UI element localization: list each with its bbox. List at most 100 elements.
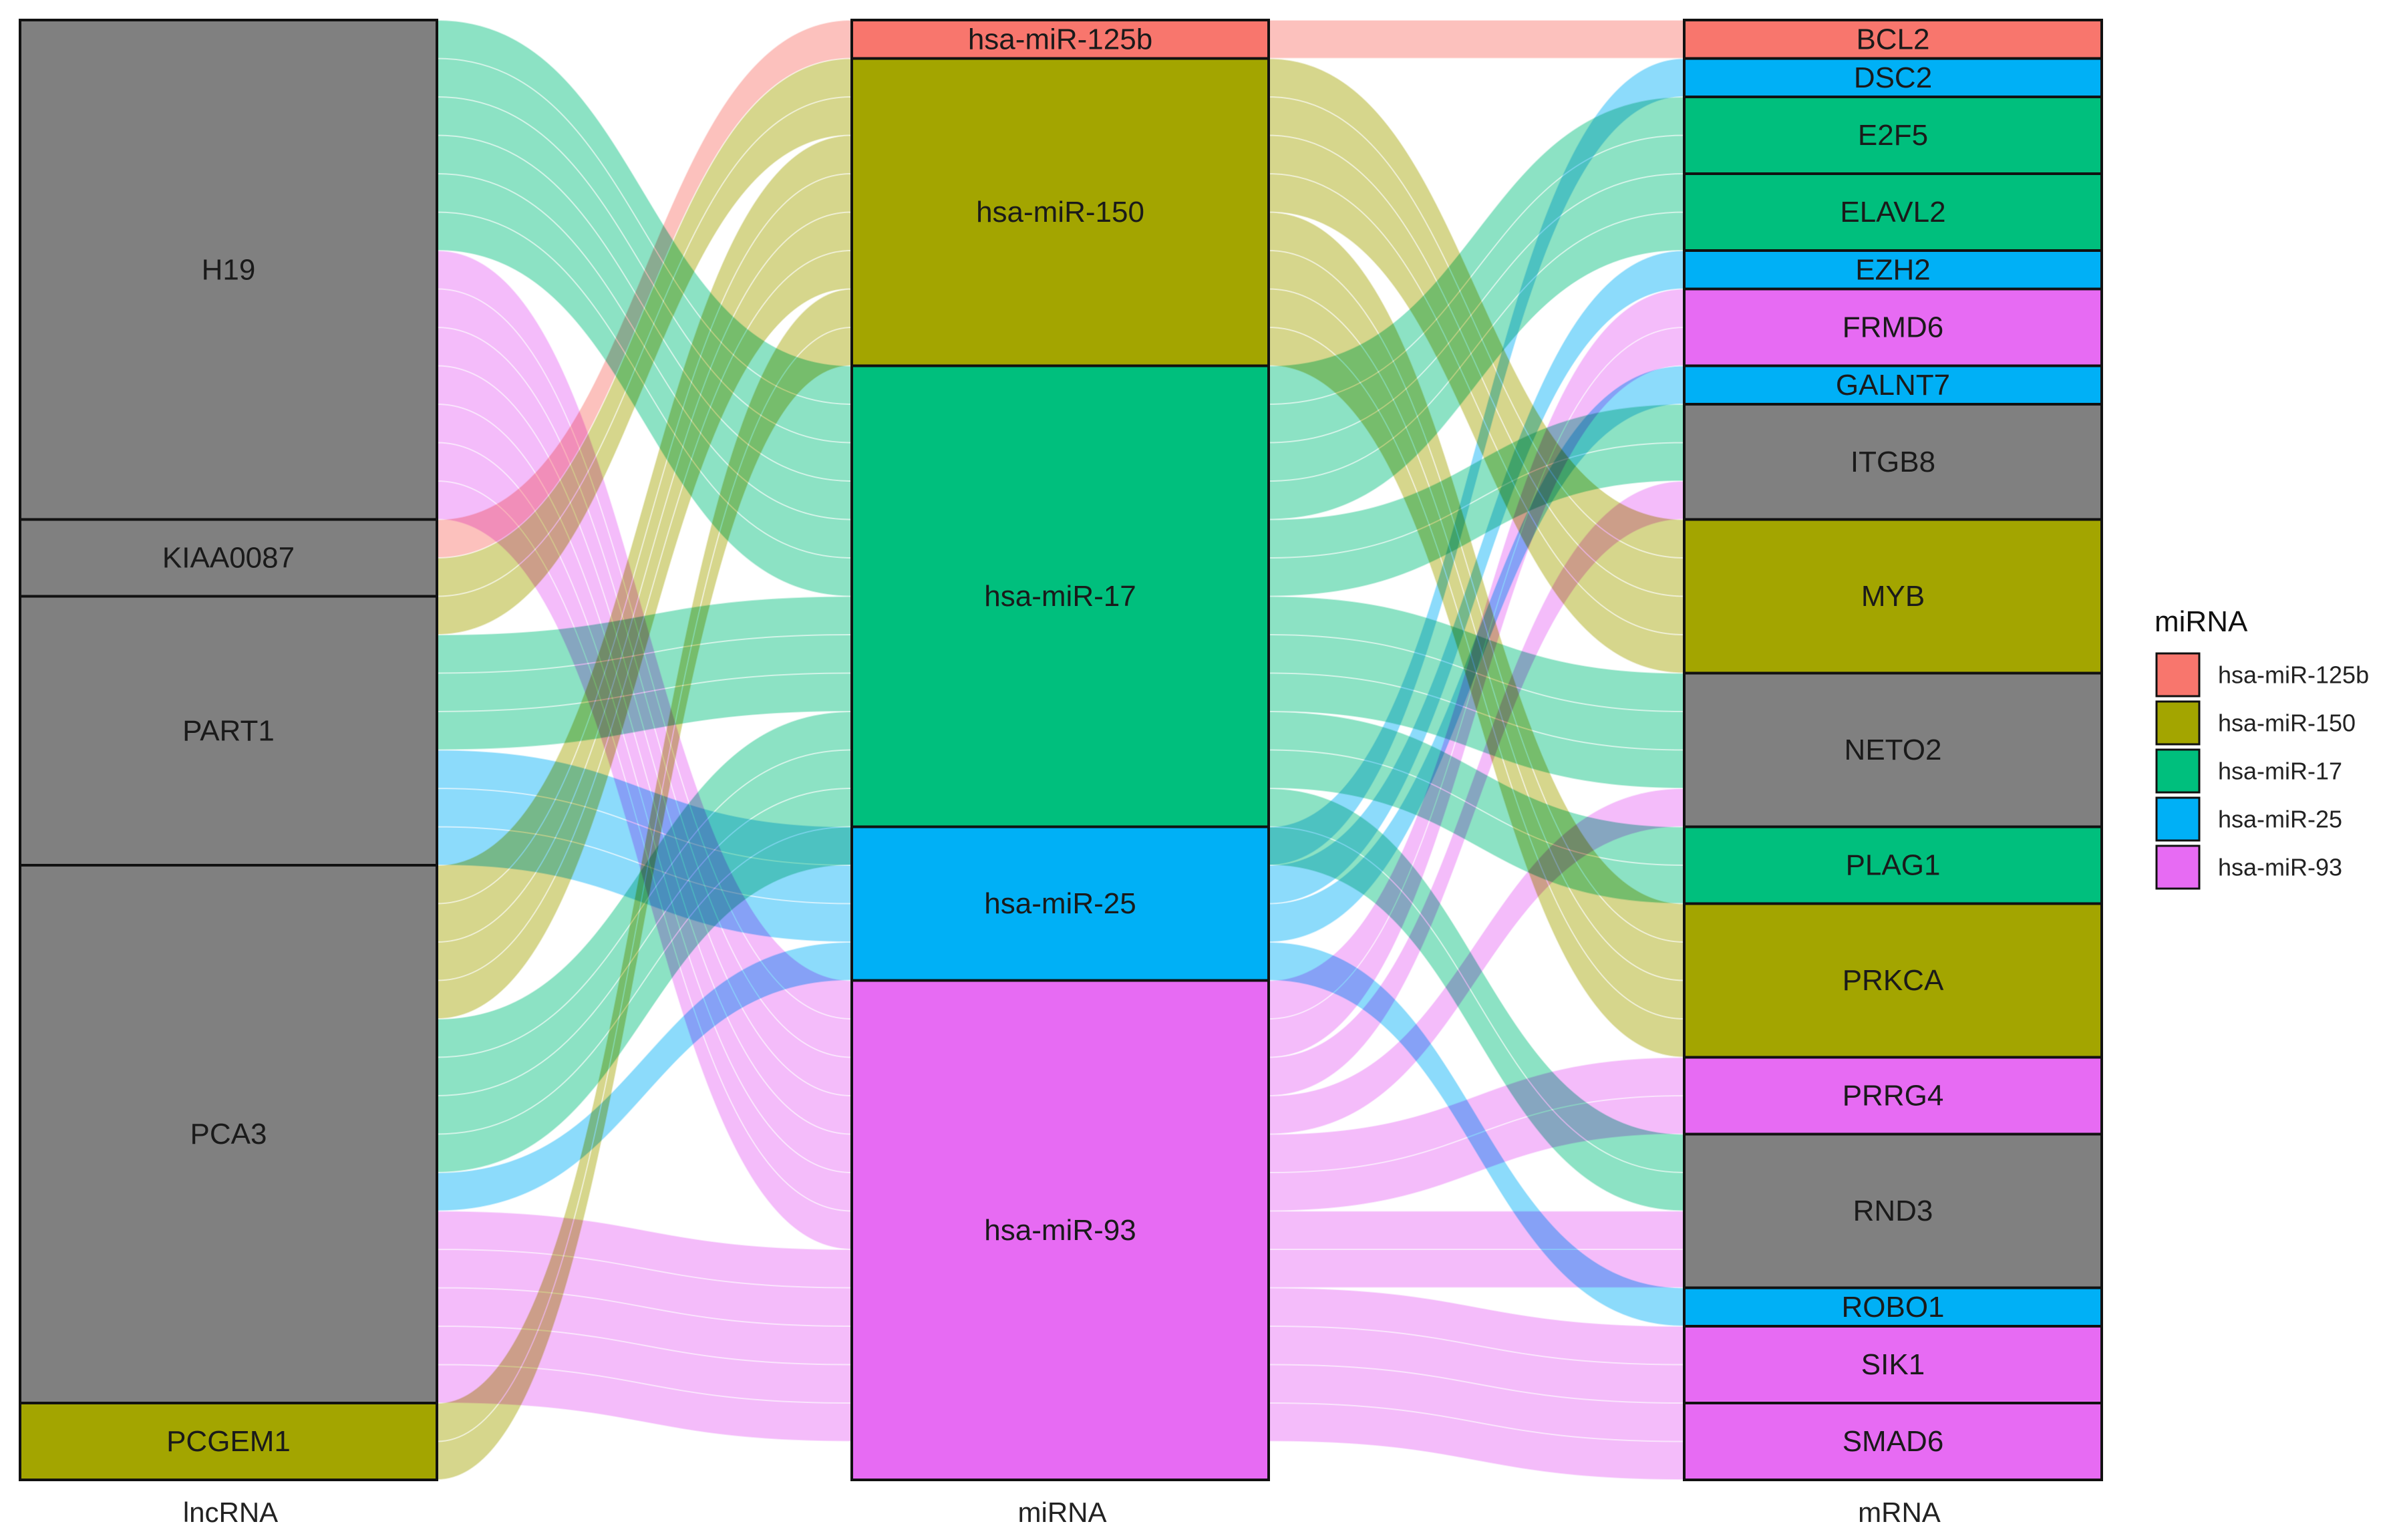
legend-item-hsa-mir-150: hsa-miR-150: [2155, 700, 2356, 746]
node-pca3: PCA3: [19, 864, 438, 1404]
node-prrg4: PRRG4: [1683, 1056, 2103, 1136]
node-label: PCGEM1: [166, 1425, 291, 1458]
legend-swatch: [2155, 700, 2201, 746]
node-label: ITGB8: [1851, 446, 1935, 478]
legend-label: hsa-miR-150: [2218, 710, 2356, 737]
legend-items: hsa-miR-125b hsa-miR-150 hsa-miR-17 hsa-miR…: [2155, 652, 2369, 890]
node-hsa-mir-25: hsa-miR-25: [850, 825, 1270, 982]
node-label: PCA3: [190, 1118, 267, 1150]
legend-item-hsa-mir-93: hsa-miR-93: [2155, 844, 2342, 890]
node-ezh2: EZH2: [1683, 249, 2103, 291]
node-h19: H19: [19, 19, 438, 521]
legend-swatch: [2155, 844, 2201, 890]
node-kiaa0087: KIAA0087: [19, 518, 438, 598]
node-label: PRKCA: [1843, 964, 1944, 997]
legend-label: hsa-miR-25: [2218, 806, 2342, 833]
flows-layer: [436, 19, 1685, 1481]
node-box: [1683, 1286, 2103, 1328]
node-label: ROBO1: [1841, 1291, 1944, 1324]
node-label: E2F5: [1858, 119, 1928, 152]
node-box: [1683, 403, 2103, 521]
node-hsa-mir-125b: hsa-miR-125b: [850, 19, 1270, 60]
node-e2f5: E2F5: [1683, 96, 2103, 175]
legend-item-hsa-mir-125b: hsa-miR-125b: [2155, 652, 2369, 698]
flow-ribbon-2-10: [1268, 1210, 1685, 1251]
node-box: [1683, 518, 2103, 675]
node-label: hsa-miR-17: [984, 580, 1136, 613]
node-label: PLAG1: [1846, 849, 1941, 882]
node-box: [1683, 1402, 2103, 1481]
node-box: [19, 19, 438, 521]
legend-swatch: [2155, 796, 2201, 842]
node-box: [850, 979, 1270, 1481]
node-prkca: PRKCA: [1683, 902, 2103, 1059]
legend-label: hsa-miR-125b: [2218, 661, 2369, 689]
node-label: MYB: [1861, 580, 1925, 613]
node-label: hsa-miR-150: [976, 196, 1144, 228]
node-box: [1683, 287, 2103, 367]
node-box: [1683, 249, 2103, 291]
node-label: hsa-miR-125b: [968, 23, 1152, 55]
node-label: EZH2: [1855, 253, 1930, 286]
legend-item-hsa-mir-25: hsa-miR-25: [2155, 796, 2342, 842]
node-itgb8: ITGB8: [1683, 403, 2103, 521]
legend-label: hsa-miR-93: [2218, 854, 2342, 881]
flow-ribbon-2-13: [1268, 19, 1685, 59]
node-box: [850, 825, 1270, 982]
node-hsa-mir-93: hsa-miR-93: [850, 979, 1270, 1481]
node-label: PART1: [182, 714, 275, 747]
node-hsa-mir-150: hsa-miR-150: [850, 57, 1270, 367]
node-box: [1683, 1325, 2103, 1404]
node-box: [19, 1402, 438, 1481]
node-box: [1683, 364, 2103, 406]
legend-swatch: [2155, 652, 2201, 698]
node-bcl2: BCL2: [1683, 19, 2103, 60]
node-box: [850, 364, 1270, 828]
node-part1: PART1: [19, 595, 438, 867]
node-smad6: SMAD6: [1683, 1402, 2103, 1481]
node-label: SMAD6: [1843, 1425, 1944, 1458]
flow-ribbon-2-33: [1268, 1248, 1685, 1289]
axis-labels: lncRNA miRNA mRNA: [183, 1497, 1941, 1528]
legend: miRNA hsa-miR-125bhsa-miR-150hsa-miR-17h…: [2155, 605, 2369, 890]
node-neto2: NETO2: [1683, 671, 2103, 828]
node-elavl2: ELAVL2: [1683, 172, 2103, 252]
node-label: NETO2: [1845, 734, 1942, 766]
node-galnt7: GALNT7: [1683, 364, 2103, 406]
node-box: [1683, 825, 2103, 905]
node-box: [850, 57, 1270, 367]
axis-label-mrna: mRNA: [1858, 1497, 1941, 1528]
node-label: BCL2: [1856, 23, 1929, 55]
node-robo1: ROBO1: [1683, 1286, 2103, 1328]
node-rnd3: RND3: [1683, 1132, 2103, 1289]
node-label: SIK1: [1861, 1348, 1925, 1381]
node-label: FRMD6: [1843, 311, 1944, 344]
node-pcgem1: PCGEM1: [19, 1402, 438, 1481]
node-myb: MYB: [1683, 518, 2103, 675]
node-frmd6: FRMD6: [1683, 287, 2103, 367]
axis-label-lncrna: lncRNA: [183, 1497, 278, 1528]
node-label: DSC2: [1854, 61, 1932, 94]
node-box: [19, 595, 438, 867]
legend-label: hsa-miR-17: [2218, 758, 2342, 785]
legend-item-hsa-mir-17: hsa-miR-17: [2155, 748, 2342, 794]
node-label: hsa-miR-25: [984, 887, 1136, 920]
node-label: hsa-miR-93: [984, 1214, 1136, 1247]
node-plag1: PLAG1: [1683, 825, 2103, 905]
node-label: ELAVL2: [1840, 196, 1945, 228]
node-label: PRRG4: [1843, 1080, 1944, 1112]
node-hsa-mir-17: hsa-miR-17: [850, 364, 1270, 828]
node-dsc2: DSC2: [1683, 57, 2103, 98]
node-box: [1683, 19, 2103, 60]
node-box: [1683, 1056, 2103, 1136]
node-label: KIAA0087: [162, 542, 295, 575]
node-box: [1683, 1132, 2103, 1289]
node-box: [19, 518, 438, 598]
legend-title: miRNA: [2155, 605, 2248, 638]
node-box: [1683, 671, 2103, 828]
legend-swatch: [2155, 748, 2201, 794]
axis-label-mirna: miRNA: [1018, 1497, 1107, 1528]
node-box: [1683, 172, 2103, 252]
